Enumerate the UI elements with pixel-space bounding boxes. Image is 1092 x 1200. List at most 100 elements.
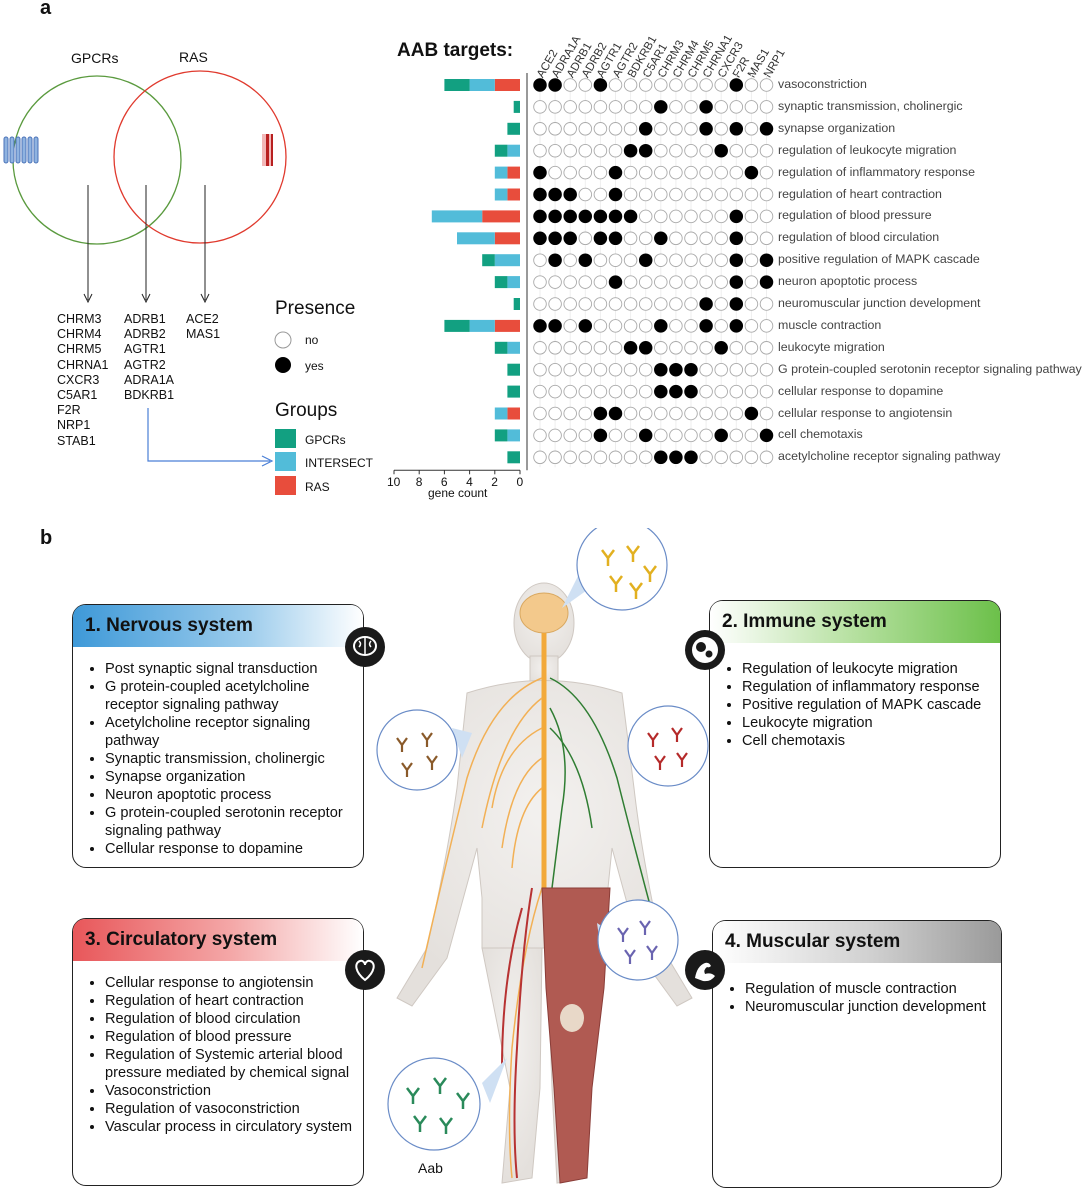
- bar-intersect: [494, 166, 508, 179]
- presence-dot-no: [578, 143, 593, 158]
- presence-dot-yes: [729, 209, 744, 224]
- presence-dot-no: [623, 297, 638, 311]
- pathway-label: muscle contraction: [778, 317, 882, 332]
- groups-swatch-ras: [275, 476, 296, 495]
- heart-icon: [345, 950, 385, 990]
- presence-dot-no: [578, 231, 593, 246]
- presence-dot-no: [684, 187, 698, 202]
- presence-dot-no: [548, 143, 562, 158]
- gene-label: AGTR1: [124, 342, 166, 357]
- panel-b-letter: b: [40, 527, 53, 549]
- presence-dot-no: [593, 100, 608, 114]
- presence-dot-no: [714, 165, 728, 180]
- presence-dot-no: [759, 297, 774, 311]
- presence-dot-no: [593, 165, 608, 180]
- process-item: Neuron apoptotic process: [105, 786, 363, 804]
- presence-dot-no: [729, 143, 744, 158]
- presence-dot-no: [548, 341, 562, 355]
- gene-label: AGTR2: [124, 357, 166, 372]
- presence-dot-no: [638, 406, 653, 421]
- presence-dot-no: [563, 450, 577, 465]
- presence-dot-no: [563, 297, 577, 311]
- presence-dot-no: [714, 297, 728, 311]
- presence-dot-no: [563, 165, 577, 180]
- pathway-label: neuron apoptotic process: [778, 274, 918, 289]
- venn-gpcr-label: GPCRs: [71, 50, 119, 66]
- presence-dot-no: [623, 100, 638, 114]
- presence-dot-no: [699, 384, 713, 399]
- presence-dot-yes: [729, 78, 744, 92]
- presence-yes-label: yes: [305, 359, 324, 373]
- presence-dot-no: [759, 209, 774, 224]
- presence-dot-yes: [699, 297, 713, 311]
- presence-dot-no: [654, 406, 668, 421]
- pathway-label: cellular response to dopamine: [778, 383, 944, 398]
- presence-dot-no: [684, 209, 698, 224]
- presence-dot-no: [638, 319, 653, 333]
- presence-dot-no: [714, 122, 728, 136]
- presence-dot-no: [593, 341, 608, 355]
- presence-dot-no: [684, 341, 698, 355]
- presence-dot-no: [744, 275, 759, 289]
- presence-dot-yes: [654, 450, 668, 465]
- x-tick-label: 8: [415, 475, 423, 490]
- presence-dot-no: [744, 297, 759, 311]
- presence-dot-no: [563, 319, 577, 333]
- bar-intersect: [431, 210, 483, 223]
- presence-dot-no: [714, 406, 728, 421]
- presence-dot-no: [684, 406, 698, 421]
- bar-gpcrs: [513, 298, 520, 310]
- presence-dot-yes: [638, 143, 653, 158]
- presence-dot-yes: [699, 100, 713, 114]
- presence-dot-no: [654, 253, 668, 267]
- process-item: Vasoconstriction: [105, 1082, 355, 1100]
- bar-gpcrs: [494, 429, 508, 442]
- presence-dot-no: [548, 428, 562, 443]
- presence-dot-no: [623, 319, 638, 333]
- presence-dot-no: [623, 406, 638, 421]
- presence-dot-no: [744, 100, 759, 114]
- presence-dot-yes: [759, 428, 774, 443]
- presence-dot-yes: [608, 209, 623, 224]
- presence-dot-no: [714, 209, 728, 224]
- immune-system-header: [710, 601, 1000, 643]
- presence-dot-no: [669, 406, 683, 421]
- bar-gpcrs: [507, 385, 520, 398]
- presence-dot-no: [654, 297, 668, 311]
- gene-label: MAS1: [186, 327, 221, 342]
- process-item: Synaptic transmission, cholinergic: [105, 750, 363, 768]
- pathway-label: cell chemotaxis: [778, 427, 863, 442]
- presence-dot-no: [699, 341, 713, 355]
- presence-dot-no: [684, 297, 698, 311]
- presence-dot-yes: [533, 209, 547, 224]
- presence-dot-no: [699, 450, 713, 465]
- presence-dot-no: [623, 384, 638, 399]
- antibody-bubble-vessel: [387, 1057, 507, 1151]
- presence-dot-no: [608, 143, 623, 158]
- presence-dot-no: [533, 297, 547, 311]
- bar-intersect: [507, 341, 520, 354]
- muscular-system-header: [713, 921, 1001, 963]
- venn-ras-label: RAS: [179, 49, 208, 65]
- presence-dot-yes: [593, 78, 608, 92]
- presence-dot-yes: [593, 231, 608, 246]
- bar-intersect: [507, 429, 520, 442]
- presence-dot-no: [714, 78, 728, 92]
- process-item: Cellular response to angiotensin: [105, 974, 355, 992]
- presence-dot-no: [699, 187, 713, 202]
- presence-dot-no: [654, 187, 668, 202]
- presence-dot-no: [638, 450, 653, 465]
- groups-swatch-gpcrs: [275, 429, 296, 448]
- presence-dot-no: [563, 122, 577, 136]
- presence-dot-no: [638, 275, 653, 289]
- circulatory-system-box: 3. Circulatory system Cellular response …: [72, 918, 364, 1186]
- presence-dot-yes: [669, 362, 683, 377]
- presence-dot-no: [533, 275, 547, 289]
- presence-dot-no: [759, 341, 774, 355]
- ras-receptor-icon: [262, 134, 273, 166]
- presence-dot-no: [593, 275, 608, 289]
- brain-icon: [519, 592, 569, 634]
- presence-dot-no: [744, 428, 759, 443]
- presence-dot-no: [548, 450, 562, 465]
- presence-dot-no: [608, 384, 623, 399]
